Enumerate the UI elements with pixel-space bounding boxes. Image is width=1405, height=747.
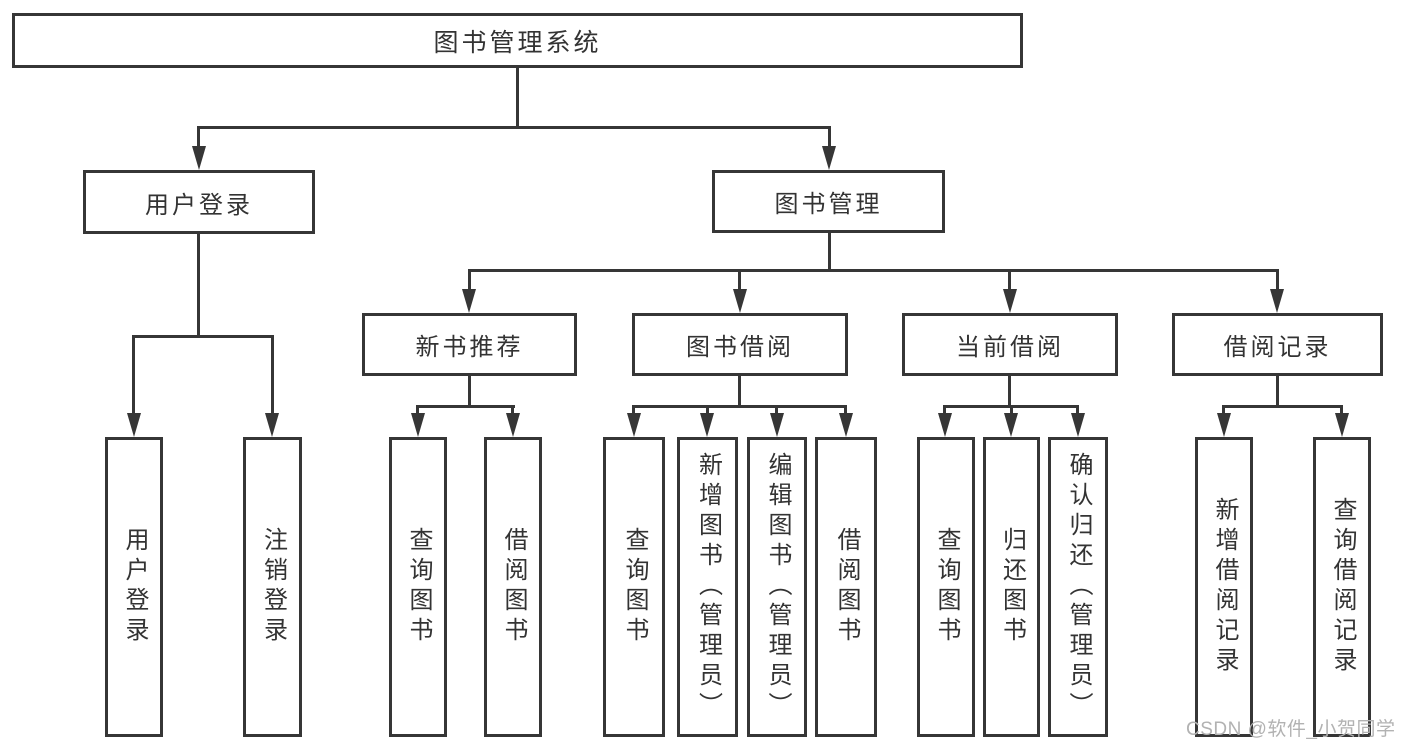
node-root: 图书管理系统: [12, 13, 1023, 68]
watermark-text: CSDN @软件_小贺同学: [1186, 719, 1396, 740]
edge-mgmt-hbar: [468, 269, 1279, 272]
arrow-down-icon: [127, 413, 141, 437]
edge-records-stub-1: [1222, 405, 1225, 415]
arrow-down-icon: [733, 289, 747, 313]
edge-login-stub-2: [271, 335, 274, 415]
edge-borrow-stub-4: [844, 405, 847, 415]
edge-records-hbar: [1222, 405, 1343, 408]
leaf-add-borrow-record-label: 新增借阅记录: [1211, 497, 1238, 677]
edge-current-stub-1: [943, 405, 946, 415]
arrow-down-icon: [839, 413, 853, 437]
arrow-down-icon: [462, 289, 476, 313]
node-book-borrow: 图书借阅: [632, 313, 848, 376]
leaf-borrow-books-borrow-label: 借阅图书: [833, 527, 860, 647]
arrow-down-icon: [1217, 413, 1231, 437]
edge-current-stub-2: [1010, 405, 1013, 415]
edge-root-hbar: [197, 126, 831, 129]
leaf-borrow-books-recommend: 借阅图书: [484, 437, 542, 737]
edge-mgmt-stub-2: [738, 269, 741, 293]
arrow-down-icon: [1270, 289, 1284, 313]
leaf-add-books-admin-label: 新增图书（管理员）: [694, 452, 722, 722]
edge-login-stub-1: [132, 335, 135, 415]
leaf-borrow-books-recommend-label: 借阅图书: [500, 527, 527, 647]
edge-login-hbar: [132, 335, 274, 338]
arrow-down-icon: [506, 413, 520, 437]
node-borrow-records-label: 借阅记录: [1223, 334, 1332, 361]
leaf-query-books-borrow: 查询图书: [603, 437, 665, 737]
arrow-down-icon: [192, 146, 206, 170]
node-book-management: 图书管理: [712, 170, 945, 233]
leaf-query-books-borrow-label: 查询图书: [621, 527, 648, 647]
edge-root-trunk: [516, 68, 519, 129]
leaf-borrow-books-borrow: 借阅图书: [815, 437, 877, 737]
edge-records-trunk: [1276, 376, 1279, 407]
edge-mgmt-stub-3: [1008, 269, 1011, 293]
node-user-login: 用户登录: [83, 170, 315, 234]
edge-borrow-stub-2: [706, 405, 709, 415]
leaf-add-borrow-record: 新增借阅记录: [1195, 437, 1253, 737]
edge-root-stub-right: [828, 126, 831, 154]
edge-current-trunk: [1008, 376, 1011, 407]
arrow-down-icon: [411, 413, 425, 437]
node-user-login-label: 用户登录: [145, 191, 253, 219]
arrow-down-icon: [1004, 413, 1018, 437]
arrow-down-icon: [822, 146, 836, 170]
edge-root-stub-left: [197, 126, 200, 154]
node-book-borrow-label: 图书借阅: [686, 334, 794, 361]
arrow-down-icon: [1335, 413, 1349, 437]
node-new-book-recommend-label: 新书推荐: [415, 334, 524, 361]
leaf-confirm-return-admin-label: 确认归还（管理员）: [1065, 452, 1092, 722]
leaf-query-books-recommend-label: 查询图书: [405, 527, 432, 647]
leaf-logout-label: 注销登录: [259, 527, 287, 647]
edge-recommend-stub-1: [416, 405, 419, 415]
edge-mgmt-stub-1: [468, 269, 471, 293]
arrow-down-icon: [938, 413, 952, 437]
node-borrow-records: 借阅记录: [1172, 313, 1383, 376]
edge-recommend-trunk: [468, 376, 471, 407]
leaf-query-books-current: 查询图书: [917, 437, 975, 737]
edge-recommend-hbar: [416, 405, 515, 408]
leaf-query-books-recommend: 查询图书: [389, 437, 447, 737]
leaf-query-borrow-record: 查询借阅记录: [1313, 437, 1371, 737]
arrow-down-icon: [627, 413, 641, 437]
arrow-down-icon: [265, 413, 279, 437]
edge-borrow-trunk: [738, 376, 741, 407]
node-current-borrow-label: 当前借阅: [956, 334, 1064, 361]
node-current-borrow: 当前借阅: [902, 313, 1118, 376]
leaf-edit-books-admin: 编辑图书（管理员）: [747, 437, 807, 737]
edge-borrow-stub-3: [775, 405, 778, 415]
leaf-add-books-admin: 新增图书（管理员）: [677, 437, 738, 737]
node-new-book-recommend: 新书推荐: [362, 313, 577, 376]
leaf-return-books-label: 归还图书: [998, 527, 1026, 647]
leaf-query-borrow-record-label: 查询借阅记录: [1329, 497, 1356, 677]
edge-mgmt-trunk: [828, 233, 831, 272]
edge-records-stub-2: [1340, 405, 1343, 415]
leaf-user-login: 用户登录: [105, 437, 163, 737]
leaf-return-books: 归还图书: [983, 437, 1040, 737]
arrow-down-icon: [1071, 413, 1085, 437]
node-book-management-label: 图书管理: [774, 191, 883, 218]
edge-current-stub-3: [1076, 405, 1079, 415]
arrow-down-icon: [700, 413, 714, 437]
edge-borrow-hbar: [632, 405, 846, 408]
edge-login-trunk: [197, 234, 200, 338]
edge-borrow-stub-1: [632, 405, 635, 415]
leaf-query-books-current-label: 查询图书: [933, 527, 960, 647]
arrow-down-icon: [1003, 289, 1017, 313]
leaf-logout: 注销登录: [243, 437, 302, 737]
leaf-confirm-return-admin: 确认归还（管理员）: [1048, 437, 1108, 737]
arrow-down-icon: [770, 413, 784, 437]
edge-recommend-stub-2: [511, 405, 514, 415]
leaf-user-login-label: 用户登录: [121, 527, 148, 647]
leaf-edit-books-admin-label: 编辑图书（管理员）: [764, 452, 791, 722]
edge-mgmt-stub-4: [1276, 269, 1279, 293]
node-root-label: 图书管理系统: [433, 28, 602, 57]
